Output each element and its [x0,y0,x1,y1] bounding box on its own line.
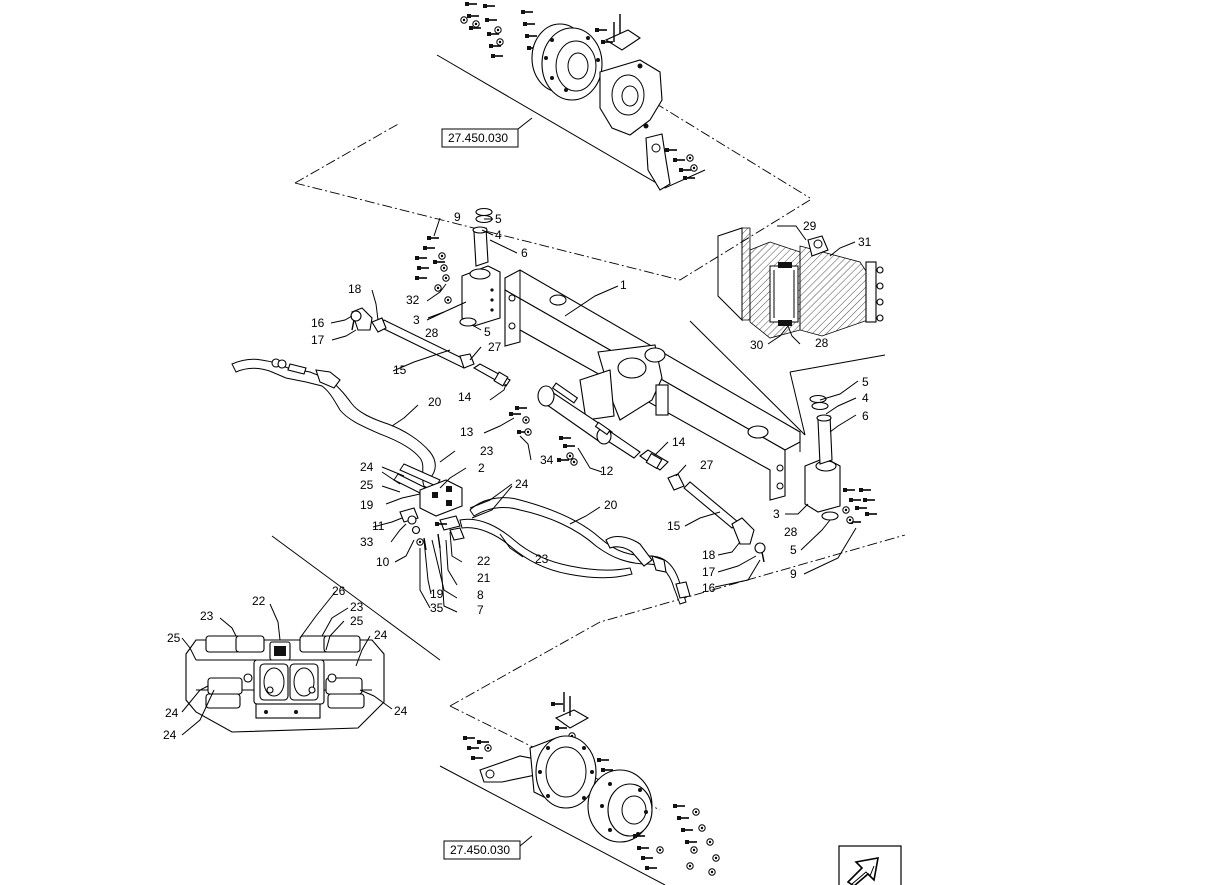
callout-4: 4 [495,228,502,242]
callout-17: 17 [702,565,716,579]
callout-leader-lines [181,217,859,736]
callout-23: 23 [200,609,214,623]
right-tie-rod [639,449,766,563]
callout-16: 16 [311,316,325,330]
callout-24: 24 [394,704,408,718]
callout-22: 22 [252,594,266,608]
callout-20: 20 [428,395,442,409]
top-hub-drum [531,23,603,101]
left-kingpin-bracket [414,207,501,327]
callout-18: 18 [702,548,716,562]
callout-19: 19 [360,498,374,512]
valve-block [399,479,465,551]
callout-25: 25 [167,631,181,645]
top-hub-bolts [460,1,540,59]
top-wheel-hub-assembly: 27.450.030 [436,1,811,199]
callout-23: 23 [535,552,549,566]
svg-text:27.450.030: 27.450.030 [450,843,510,857]
callout-28: 28 [784,525,798,539]
callout-24: 24 [165,706,179,720]
callout-8: 8 [477,588,484,602]
callout-13: 13 [460,425,474,439]
callout-24: 24 [360,460,374,474]
callout-28: 28 [815,336,829,350]
callout-18: 18 [348,282,362,296]
callout-34: 34 [540,453,554,467]
callout-25: 25 [350,614,364,628]
svg-text:27.450.030: 27.450.030 [448,131,508,145]
top-steering-knuckle [599,59,663,136]
callout-20: 20 [604,498,618,512]
callout-24: 24 [374,628,388,642]
callout-28: 28 [425,326,439,340]
reference-link-bottom[interactable]: 27.450.030 [443,840,521,860]
callout-9: 9 [790,567,797,581]
callout-24: 24 [515,477,529,491]
callout-27: 27 [488,340,502,354]
callout-16: 16 [702,581,716,595]
callout-35: 35 [430,601,444,615]
callout-23: 23 [480,444,494,458]
right-kingpin-bracket [804,394,878,525]
callout-26: 26 [332,584,346,598]
callout-2: 2 [478,461,485,475]
callout-5: 5 [790,543,797,557]
reference-link-top[interactable]: 27.450.030 [441,128,519,148]
callout-14: 14 [458,390,472,404]
callout-27: 27 [700,458,714,472]
callout-6: 6 [521,246,528,260]
callout-23: 23 [350,600,364,614]
callout-15: 15 [667,519,681,533]
kingpin-section-detail [717,227,884,339]
callout-1: 1 [620,278,627,292]
axle-beam [504,269,801,501]
callout-19: 19 [430,587,444,601]
callout-10: 10 [376,555,390,569]
callout-17: 17 [311,333,325,347]
callout-7: 7 [477,603,484,617]
callout-5: 5 [862,375,869,389]
callout-30: 30 [750,338,764,352]
top-steering-arm [645,133,698,191]
callout-3: 3 [773,507,780,521]
callout-4: 4 [862,391,869,405]
callout-32: 32 [406,293,420,307]
next-page-arrow-icon[interactable] [838,845,902,885]
callout-25: 25 [360,478,374,492]
callout-31: 31 [858,235,872,249]
callout-labels: 1 2 3 3 4 4 5 5 5 5 6 6 7 8 9 9 10 11 12… [163,210,872,742]
callout-29: 29 [803,219,817,233]
callout-6: 6 [862,409,869,423]
valve-detail-inset [185,635,385,733]
left-tie-rod [350,307,511,387]
callout-15: 15 [393,363,407,377]
callout-21: 21 [477,571,491,585]
callout-11: 11 [372,519,385,533]
callout-5: 5 [484,325,491,339]
callout-9: 9 [454,210,461,224]
callout-22: 22 [477,554,491,568]
callout-14: 14 [672,435,686,449]
callout-5: 5 [495,212,502,226]
callout-33: 33 [360,535,374,549]
steering-cylinder [508,382,641,466]
callout-12: 12 [600,464,614,478]
top-knuckle-bracket [594,14,641,51]
callout-24: 24 [163,728,177,742]
bottom-wheel-hub-assembly: 27.450.030 [439,692,720,885]
callout-3: 3 [413,313,420,327]
